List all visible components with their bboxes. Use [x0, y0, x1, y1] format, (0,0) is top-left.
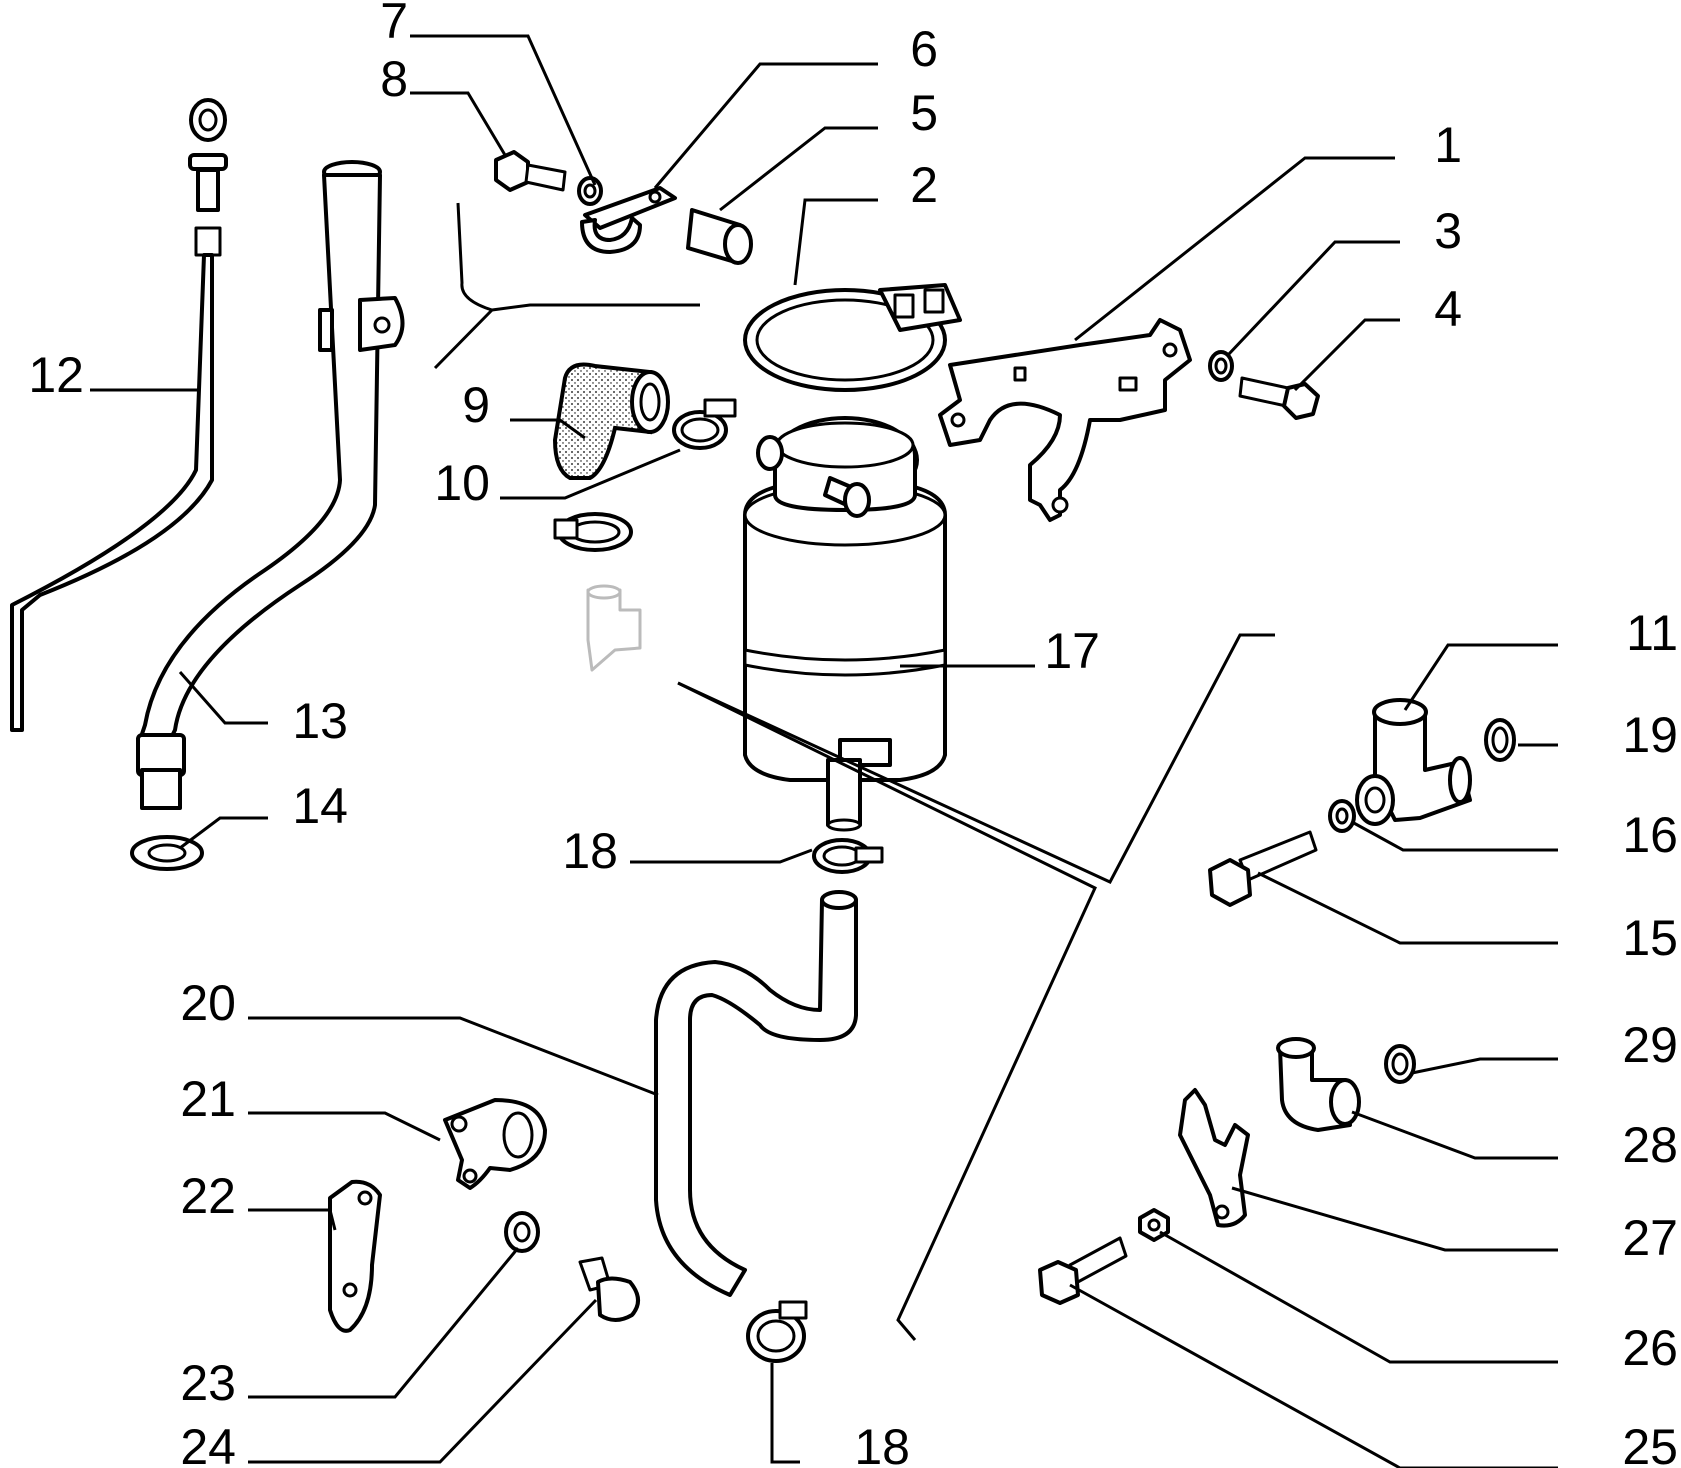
callout-19: 19: [1622, 707, 1678, 763]
callout-25: 25: [1622, 1419, 1678, 1468]
callout-9: 9: [462, 377, 490, 433]
callout-6: 6: [910, 21, 938, 77]
callout-14: 14: [292, 778, 348, 834]
dipstick-tube-part-13: [136, 160, 405, 810]
hose-clip-part-10b: [553, 512, 633, 552]
elbow-fitting-outline: [586, 584, 642, 672]
bolt-part-4: [1238, 376, 1320, 420]
o-ring-part-19: [1484, 718, 1516, 762]
callout-24: 24: [180, 1419, 236, 1468]
callout-11: 11: [1626, 605, 1678, 661]
callout-16: 16: [1622, 807, 1678, 863]
callout-8: 8: [380, 51, 408, 107]
bracket-part-1: [938, 318, 1192, 522]
o-ring-part-29: [1384, 1044, 1416, 1084]
assembly-guide-lines: [433, 202, 1275, 1341]
callout-10: 10: [434, 455, 490, 511]
callout-labels: 1 2 3 4 5 6 7 8 9 10 11 12 13 14 15 16 1…: [28, 0, 1678, 1468]
callout-26: 26: [1622, 1320, 1678, 1376]
callout-5: 5: [910, 85, 938, 141]
washer-part-23: [504, 1211, 540, 1253]
callout-1: 1: [1434, 117, 1462, 173]
leader-lines: [90, 34, 1558, 1468]
callout-23: 23: [180, 1355, 236, 1411]
hose-clip-part-18-upper: [812, 838, 884, 874]
elbow-hose-part-9: [552, 362, 670, 480]
callout-3: 3: [1434, 203, 1462, 259]
clip-part-21: [443, 1098, 547, 1190]
dipstick-part-12: [10, 98, 228, 732]
callout-18-upper: 18: [562, 823, 618, 879]
bolt-part-8: [494, 150, 567, 192]
clamp-part-6: [580, 186, 677, 254]
plate-part-22: [328, 1179, 382, 1333]
callout-4: 4: [1434, 281, 1462, 337]
washer-part-3: [1208, 350, 1234, 382]
sleeve-part-5: [686, 208, 753, 265]
bolt-part-15: [1208, 830, 1318, 907]
callout-2: 2: [910, 157, 938, 213]
washer-part-16: [1328, 799, 1356, 833]
callout-15: 15: [1622, 910, 1678, 966]
callout-28: 28: [1622, 1117, 1678, 1173]
callout-13: 13: [292, 693, 348, 749]
bolt-part-24: [578, 1256, 640, 1322]
callout-7: 7: [380, 0, 408, 49]
washer-part-14: [130, 835, 204, 871]
bolt-part-25: [1038, 1236, 1128, 1305]
callout-27: 27: [1622, 1210, 1678, 1266]
tee-fitting-part-11: [1355, 698, 1472, 826]
hose-clip-part-10a: [672, 398, 737, 450]
callout-12: 12: [28, 347, 84, 403]
callout-18-lower: 18: [854, 1419, 910, 1468]
callout-21: 21: [180, 1071, 236, 1127]
callout-20: 20: [180, 975, 236, 1031]
elbow-fitting-part-28: [1276, 1037, 1361, 1132]
band-clamp-part-2: [743, 283, 962, 392]
hose-clip-part-18-lower: [746, 1300, 808, 1363]
washer-part-7: [577, 176, 603, 206]
reservoir-part-17: [743, 416, 947, 832]
callout-22: 22: [180, 1168, 236, 1224]
return-hose-part-20: [654, 890, 858, 1297]
callout-29: 29: [1622, 1017, 1678, 1073]
bracket-part-27: [1178, 1088, 1250, 1228]
callout-17: 17: [1044, 623, 1100, 679]
